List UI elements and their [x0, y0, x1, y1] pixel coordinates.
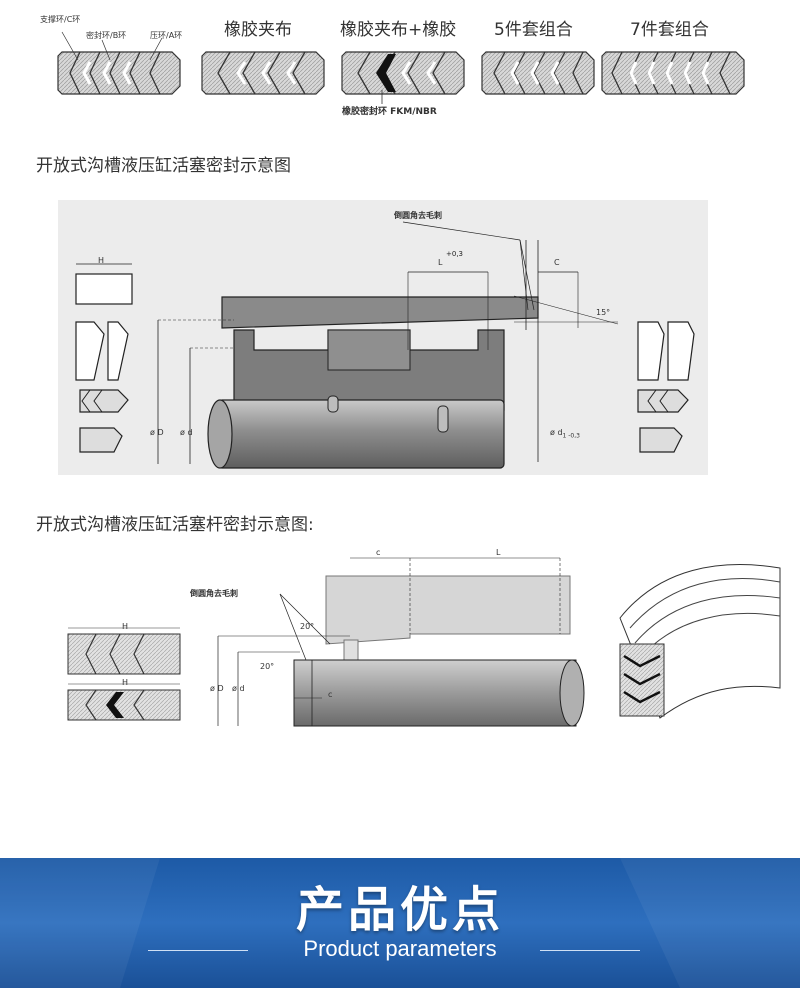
dim-H1: H	[122, 622, 129, 631]
label-seven-set: 7件套组合	[630, 20, 709, 40]
dim-c-bottom: c	[328, 690, 333, 699]
seal-set-labeled	[57, 31, 181, 95]
rod-seal-drawing	[67, 557, 781, 727]
banner-title: 产品优点	[295, 882, 504, 938]
banner-rule-left	[148, 950, 248, 951]
label-support-ring: 支撑环/C环	[40, 15, 81, 24]
dim-d-2: ø d	[232, 684, 245, 693]
seal-variants-row: 支撑环/C环 密封环/B环 压环/A环 橡胶夹布 橡胶夹布+橡胶 5件套组合 7…	[0, 0, 800, 130]
piston-seal-drawing	[75, 221, 695, 469]
dim-d: ø d	[180, 428, 193, 437]
seal-set-five-piece	[481, 51, 595, 95]
dim-D-2: ø D	[210, 684, 224, 693]
banner-stripes	[0, 858, 800, 988]
chamfer-label: 倒圆角去毛刺	[394, 211, 442, 220]
rod-seal-heading: 开放式沟槽液压缸活塞杆密封示意图:	[36, 515, 314, 535]
dim-H: H	[98, 256, 105, 265]
banner-subtitle: Product parameters	[303, 936, 497, 961]
angle-20-top: 20°	[300, 622, 315, 631]
seal-variants-drawing	[57, 31, 745, 104]
label-rubber-seal-ring: 橡胶密封环 FKM/NBR	[342, 107, 437, 117]
dim-C: C	[554, 258, 560, 267]
seal-set-seven-piece	[601, 51, 745, 95]
seal-set-rubber-fabric-rubber	[341, 51, 465, 104]
dim-D: ø D	[150, 428, 164, 437]
piston-seal-diagram: 倒圆角去毛刺 H L +0,3 C 15° ø D ø d ø d1 -0,3	[58, 200, 708, 475]
dim-c-top: c	[376, 548, 381, 557]
angle-15: 15°	[596, 308, 611, 317]
dim-L-tolerance: +0,3	[446, 250, 463, 258]
label-rubber-fabric-rubber: 橡胶夹布+橡胶	[340, 20, 457, 40]
label-press-ring: 压环/A环	[150, 31, 183, 40]
dim-H2: H	[122, 678, 129, 687]
dim-L-2: L	[496, 548, 501, 557]
label-five-set: 5件套组合	[494, 20, 573, 40]
chamfer-label-2: 倒圆角去毛刺	[190, 589, 238, 598]
product-banner: 产品优点 Product parameters	[0, 858, 800, 988]
rod-seal-diagram: 倒圆角去毛刺 H H c L 20° 20° ø D ø d c	[60, 548, 800, 748]
label-rubber-fabric: 橡胶夹布	[224, 20, 292, 40]
label-seal-ring: 密封环/B环	[86, 31, 127, 40]
banner-rule-right	[540, 950, 640, 951]
dim-d1: ø d1 -0,3	[550, 428, 580, 440]
piston-seal-heading: 开放式沟槽液压缸活塞密封示意图	[36, 156, 291, 176]
seal-set-rubber-fabric	[201, 51, 325, 95]
angle-20-bottom: 20°	[260, 662, 275, 671]
dim-L: L	[438, 258, 443, 267]
